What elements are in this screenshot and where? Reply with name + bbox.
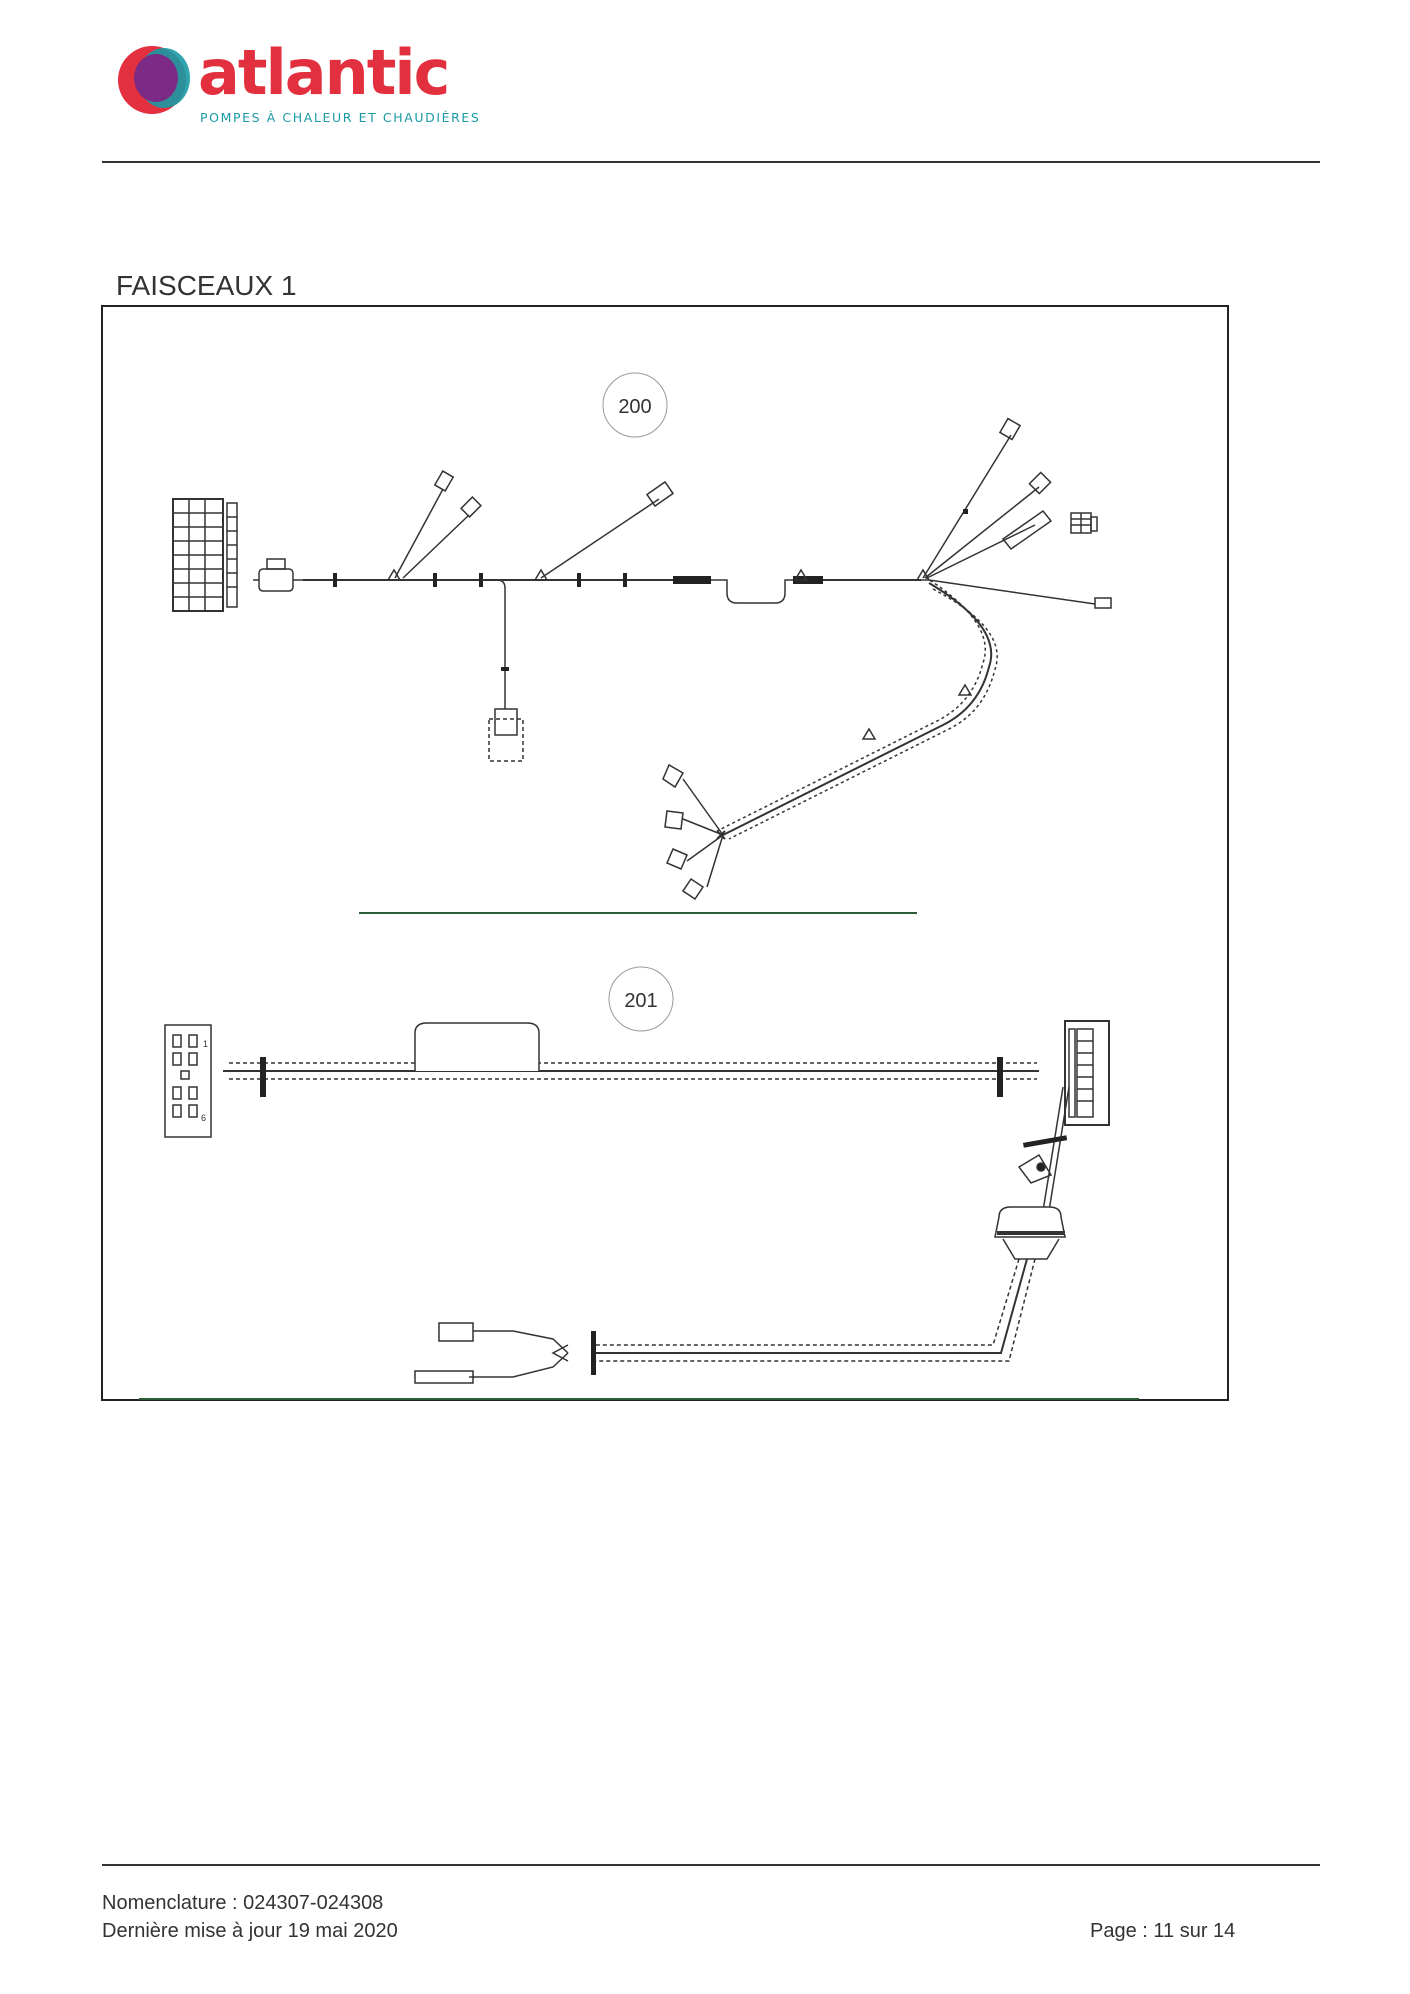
plug-connector (253, 558, 303, 592)
harness-201-badge (608, 966, 674, 1032)
header-divider (102, 161, 1320, 163)
harness-200: 200 (172, 372, 1112, 914)
harness-201-label: 201 (624, 990, 657, 1012)
brand-name: atlantic (198, 36, 450, 109)
footer-updated: Dernière mise à jour 19 mai 2020 (102, 1920, 398, 1942)
small-connector-block (1070, 512, 1098, 534)
footer-page-number: Page : 11 sur 14 (1090, 1920, 1236, 1942)
brand-tagline: POMPES À CHALEUR ET CHAUDIÈRES (200, 110, 481, 125)
connector-pin-last: 6 (201, 1113, 206, 1123)
harness-200-label: 200 (618, 396, 651, 418)
harness-diagram-frame: 200 (101, 305, 1229, 1401)
connector-left: 1 6 (164, 1024, 212, 1138)
terminal-block-left (172, 498, 238, 612)
wiring-harness-diagram: 200 (139, 372, 1139, 1400)
logo-mark-icon (118, 46, 190, 114)
footer-divider (102, 1864, 1320, 1866)
connector-right (1064, 1020, 1110, 1126)
harness-201: 201 1 6 (139, 966, 1139, 1400)
section-title: FAISCEAUX 1 (116, 270, 297, 301)
brand-logo: atlantic POMPES À CHALEUR ET CHAUDIÈRES (112, 36, 492, 128)
footer-nomenclature: Nomenclature : 024307-024308 (102, 1892, 384, 1914)
harness-200-badge (602, 372, 668, 438)
connector-pin-first: 1 (203, 1039, 208, 1049)
tie-markers (386, 568, 931, 581)
